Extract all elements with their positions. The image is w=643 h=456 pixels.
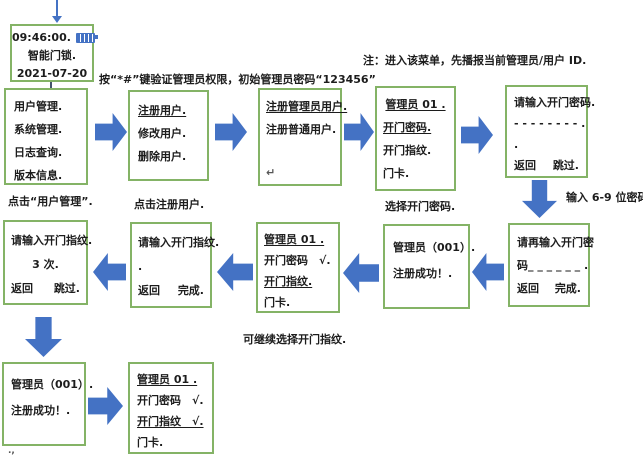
prompt-text: 请再输入开门密 [517, 236, 594, 249]
menu-item: 日志查询. [14, 146, 63, 159]
menu-item: 修改用户. [138, 127, 187, 140]
menu-item: 门卡. [383, 167, 410, 180]
back-button-label: 返回 [517, 282, 539, 295]
back-button-label: 返回 [514, 159, 536, 172]
box-admin01-all-done: 管理员 01 . 开门密码 √. 开门指纹 √. 门卡. [128, 362, 214, 454]
battery-icon [75, 33, 98, 43]
auth-hint: 按“*#”键验证管理员权限，初始管理员密码“123456” [99, 73, 376, 86]
arrow-right-icon [88, 387, 123, 425]
times-text: 3 次. [32, 258, 59, 271]
box-device-home: 09:46:00. 智能门锁. 2021-07-20 [10, 24, 98, 82]
screen-header: 管理员 01 . [385, 98, 446, 111]
arrow-left-icon [472, 253, 504, 291]
prompt-text: 请输入开门指纹. [11, 234, 93, 247]
dot-mark: . [138, 260, 143, 273]
date-text: 2021-07-20 [16, 67, 88, 80]
prompt-text: 请输入开门密码. [514, 96, 596, 109]
skip-button-label: 跳过. [552, 159, 579, 172]
box-admin-registered-final: 管理员（001）. 注册成功！. [2, 362, 94, 446]
arrow-right-icon [461, 116, 493, 154]
note-top: 注：进入该菜单，先播报当前管理员/用户 ID. [363, 54, 587, 67]
button-row: 返回 完成. [517, 277, 581, 300]
box-admin-registered: 管理员（001）. 注册成功！. [383, 224, 476, 309]
done-button-label: 完成. [177, 284, 204, 297]
box-admin01-select: 管理员 01 . 开门密码. 开门指纹. 门卡. [375, 86, 456, 191]
box-reenter-password: 请再输入开门密 码_ _ _ _ _ _ . 返回 完成. [508, 223, 594, 307]
menu-item: 注册用户. [138, 104, 187, 117]
button-row: 返回 跳过. [514, 155, 579, 176]
password-input-dashes: 码_ _ _ _ _ _ . [517, 259, 589, 272]
caption-continue-fingerprint: 可继续选择开门指纹. [243, 333, 347, 346]
box-main-menu: 用户管理. 系统管理. 日志查询. 版本信息. [4, 88, 88, 185]
status-text: 管理员（001）. [393, 241, 476, 254]
entry-arrow-line [56, 0, 58, 17]
arrow-down-icon [25, 317, 62, 357]
stray-mark: ., [8, 446, 15, 456]
menu-item: 用户管理. [14, 100, 63, 113]
menu-item: 门卡. [137, 436, 164, 449]
back-button-label: 返回 [138, 284, 160, 297]
caption-select-password: 选择开门密码. [385, 200, 456, 213]
caption-click-user-mgmt: 点击“用户管理”. [8, 195, 93, 208]
caption-enter-password-hint: 输入 6-9 位密码. [566, 191, 643, 204]
menu-item: 注册普通用户. [266, 123, 337, 136]
box-enter-fingerprint-confirm: 请输入开门指纹. . 返回 完成. [130, 222, 220, 308]
menu-item: 开门密码 √. [137, 394, 204, 407]
arrow-left-icon [93, 253, 126, 291]
box-user-menu: 注册用户. 修改用户. 删除用户. [128, 90, 209, 181]
menu-item: 开门指纹 √. [137, 415, 204, 428]
menu-item: 版本信息. [14, 169, 63, 182]
box-admin01-password-done: 管理员 01 . 开门密码 √. 开门指纹. 门卡. [256, 222, 340, 313]
device-title: 智能门锁. [27, 49, 77, 62]
button-row: 返回 跳过. [11, 277, 80, 301]
back-button-label: 返回 [11, 282, 33, 295]
dot-mark: . [514, 138, 519, 151]
menu-item: 开门密码 √. [264, 254, 331, 267]
menu-item: 开门指纹. [264, 275, 313, 288]
arrow-left-icon [343, 253, 379, 293]
menu-item: 注册管理员用户. [266, 100, 348, 113]
menu-item: 开门密码. [383, 121, 432, 134]
clock-row: 09:46:00. [12, 29, 98, 47]
connector-line [50, 82, 52, 89]
arrow-right-icon [95, 113, 127, 151]
menu-item: 系统管理. [14, 123, 63, 136]
status-text: 管理员（001）. [11, 378, 94, 391]
screen-header: 管理员 01 . [264, 233, 325, 246]
password-input-dashes: - - - - - - - - . [514, 117, 586, 130]
caption-click-register-user: 点击注册用户. [134, 198, 205, 211]
box-enter-fingerprint: 请输入开门指纹. 3 次. 返回 跳过. [3, 220, 93, 305]
screen-header: 管理员 01 . [137, 373, 198, 386]
status-text: 注册成功！. [393, 267, 453, 280]
prompt-text: 请输入开门指纹. [138, 236, 220, 249]
arrow-right-icon [344, 113, 374, 151]
box-enter-password: 请输入开门密码. - - - - - - - - . . 返回 跳过. [505, 85, 596, 178]
status-text: 注册成功！. [11, 404, 71, 417]
time-text: 09:46:00. [12, 31, 71, 44]
menu-item: 开门指纹. [383, 144, 432, 157]
menu-item: 门卡. [264, 296, 291, 309]
arrow-right-icon [215, 113, 247, 151]
box-register-menu: 注册管理员用户. 注册普通用户. ↵ [258, 88, 348, 186]
entry-arrow-head-icon [52, 16, 62, 23]
skip-button-label: 跳过. [53, 282, 80, 295]
arrow-left-icon [217, 253, 253, 291]
return-symbol: ↵ [266, 166, 276, 179]
button-row: 返回 完成. [138, 279, 204, 303]
done-button-label: 完成. [554, 282, 581, 295]
menu-item: 删除用户. [138, 150, 187, 163]
arrow-down-icon [522, 180, 557, 218]
